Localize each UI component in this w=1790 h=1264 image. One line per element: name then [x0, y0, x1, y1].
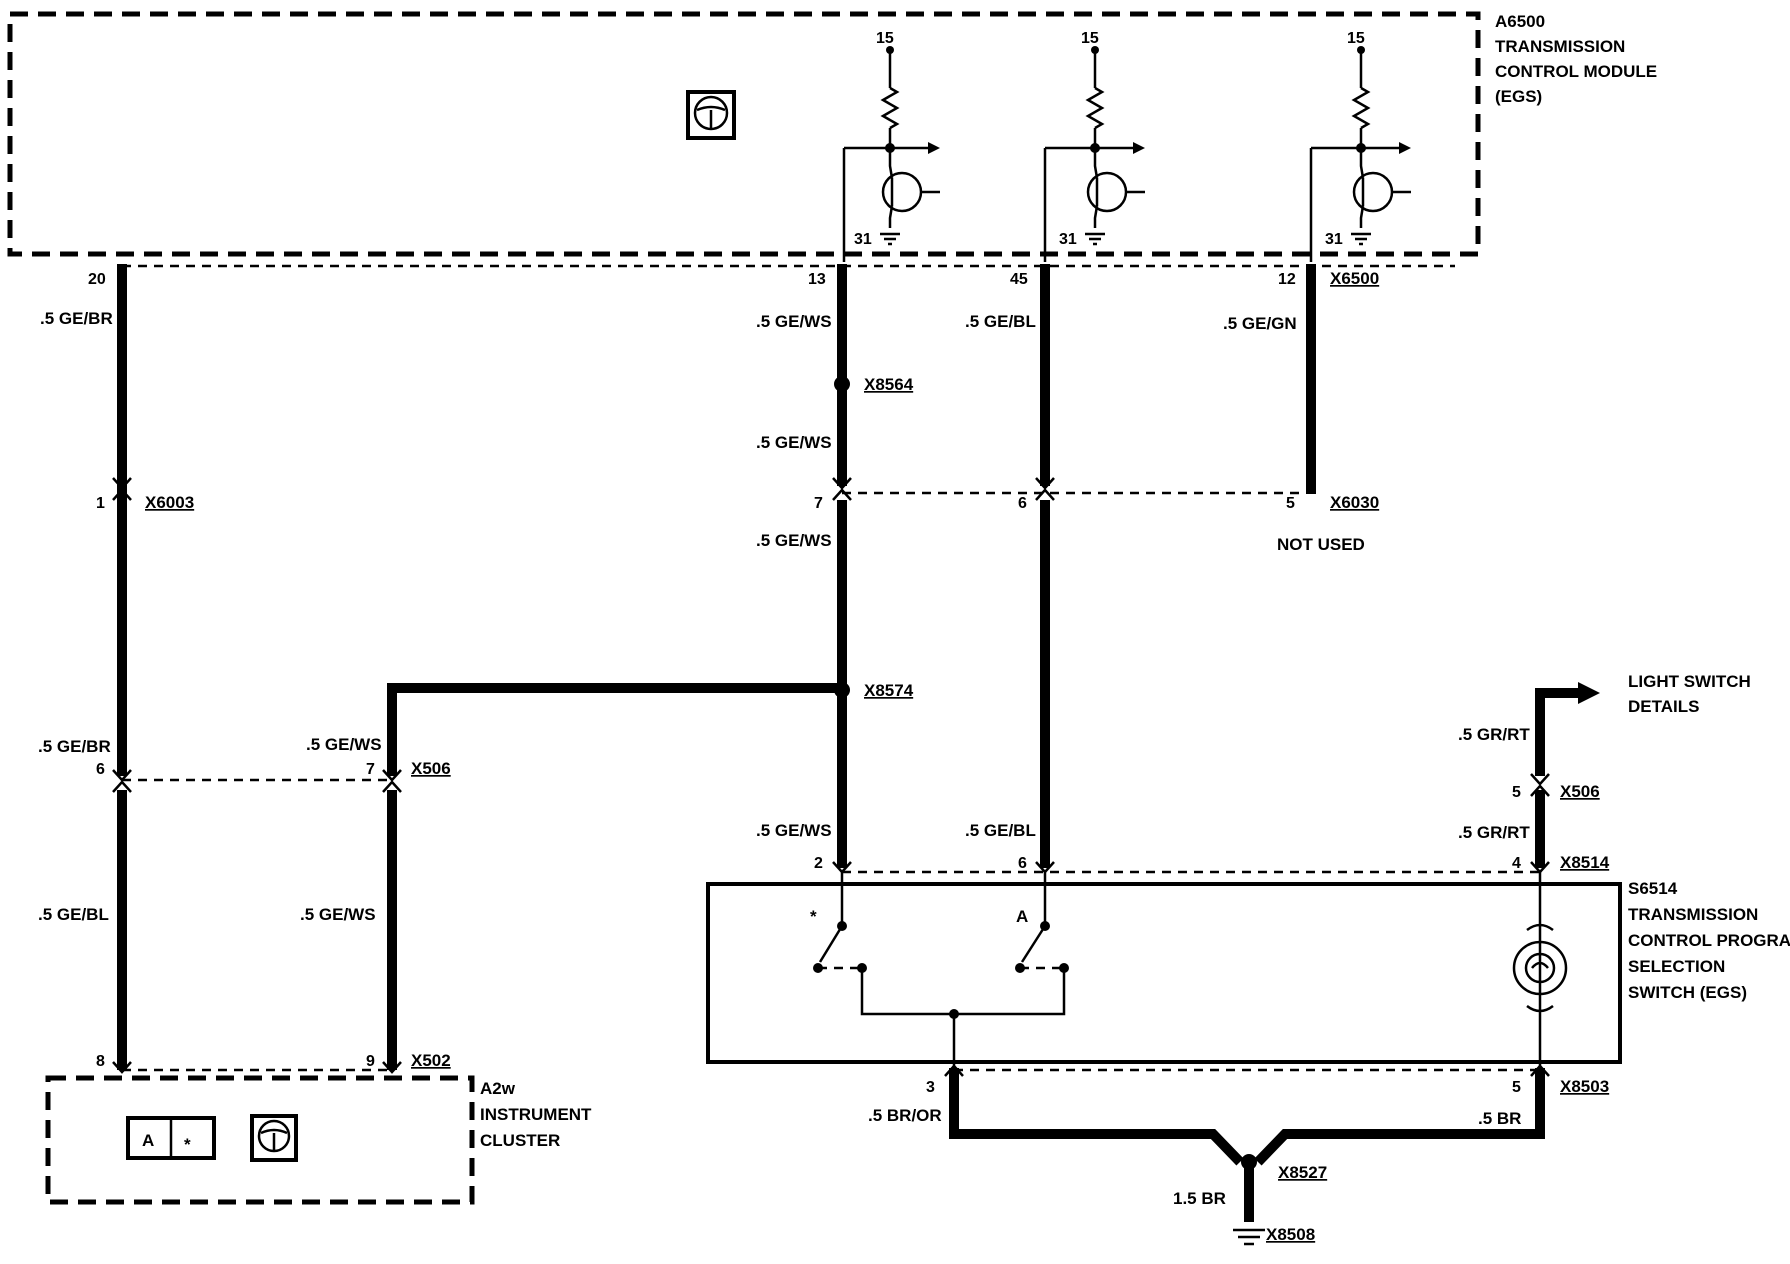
terminal-31-label: 31 [1325, 231, 1343, 248]
terminal-15-label: 15 [1081, 30, 1099, 47]
wire-label-gebl-3: .5 GE/BL [38, 905, 109, 924]
pin-6-x506: 6 [96, 761, 105, 778]
terminal-15-label: 15 [876, 30, 894, 47]
pin-13: 13 [808, 271, 826, 288]
connector-x8514: X8514 [1560, 853, 1610, 872]
connector-x502: X502 [411, 1051, 451, 1070]
selection-switch-box [706, 882, 1622, 1064]
splice-x8574 [834, 682, 850, 698]
wire-label-gews-1: .5 GE/WS [756, 312, 832, 331]
wire-label-gebl-2: .5 GE/BL [965, 821, 1036, 840]
connector-x8503: X8503 [1560, 1077, 1609, 1096]
terminal-31-label: 31 [854, 231, 872, 248]
tcm-label-line-4: (EGS) [1495, 87, 1542, 106]
wire-label-gews-2: .5 GE/WS [756, 433, 832, 452]
pin-6: 6 [1018, 495, 1027, 512]
wire-label-br: .5 BR [1478, 1109, 1521, 1128]
connector-x6030: X6030 [1330, 493, 1379, 512]
instrument-cluster-boundary [45, 1075, 475, 1205]
pin-4: 4 [1512, 855, 1521, 872]
wire-label-gews-4: .5 GE/WS [306, 735, 382, 754]
wire-label-gebr-mid: .5 GE/BR [38, 737, 111, 756]
tcm-driver-3: 15 31 [1311, 30, 1411, 248]
wire-label-gegn: .5 GE/GN [1223, 314, 1297, 333]
pin-20: 20 [88, 271, 106, 288]
not-used-note: NOT USED [1277, 535, 1365, 554]
pin-7: 7 [814, 495, 823, 512]
cluster-label-line-3: CLUSTER [480, 1131, 560, 1150]
switch-label-line-2: TRANSMISSION [1628, 905, 1758, 924]
terminal-15-label: 15 [1347, 30, 1365, 47]
cluster-indicators: A * [126, 1114, 298, 1162]
connector-x506-right: X506 [1560, 782, 1600, 801]
connector-chevrons [112, 477, 1550, 1077]
switch-label-line-5: SWITCH (EGS) [1628, 983, 1747, 1002]
wire-label-gews-5: .5 GE/WS [756, 821, 832, 840]
connector-x6500: X6500 [1330, 269, 1379, 288]
light-switch-label-line-1: LIGHT SWITCH [1628, 672, 1751, 691]
tcm-module-boundary [7, 11, 1481, 257]
wire-label-bror: .5 BR/OR [868, 1106, 942, 1125]
cluster-a-indicator: A [142, 1131, 154, 1150]
tcm-driver-1: 15 31 [844, 30, 940, 248]
pin-1: 1 [96, 495, 105, 512]
wire-label-gews-6: .5 GE/WS [300, 905, 376, 924]
pin-45: 45 [1010, 271, 1028, 288]
wire-label-grrt-2: .5 GR/RT [1458, 823, 1530, 842]
switch-label-line-4: SELECTION [1628, 957, 1725, 976]
pin-5-x506: 5 [1512, 784, 1521, 801]
pin-9: 9 [366, 1053, 375, 1070]
wire-label-grrt-1: .5 GR/RT [1458, 725, 1530, 744]
wire-label-15br: 1.5 BR [1173, 1189, 1226, 1208]
cluster-label-line-2: INSTRUMENT [480, 1105, 592, 1124]
selection-switch-label: S6514 TRANSMISSION CONTROL PROGRAM SELEC… [1628, 879, 1790, 1002]
wire-label-gebl-1: .5 GE/BL [965, 312, 1036, 331]
connector-x8564: X8564 [864, 375, 914, 394]
pin-5-x8503: 5 [1512, 1079, 1521, 1096]
switch-a-mark: A [1016, 907, 1028, 926]
light-switch-label-line-2: DETAILS [1628, 697, 1699, 716]
pin-3: 3 [926, 1079, 935, 1096]
tcm-label: A6500 TRANSMISSION CONTROL MODULE (EGS) [1495, 12, 1657, 106]
wire-label-gews-3: .5 GE/WS [756, 531, 832, 550]
connector-x506-left: X506 [411, 759, 451, 778]
cluster-label-line-1: A2w [480, 1079, 516, 1098]
connector-x8527: X8527 [1278, 1163, 1327, 1182]
switch-contacts: * A [810, 872, 1568, 1066]
tcm-label-line-1: A6500 [1495, 12, 1545, 31]
instrument-cluster-label: A2w INSTRUMENT CLUSTER [480, 1079, 592, 1150]
pin-2: 2 [814, 855, 823, 872]
pin-8: 8 [96, 1053, 105, 1070]
terminal-31-label: 31 [1059, 231, 1077, 248]
pin-7-x506: 7 [366, 761, 375, 778]
cluster-steering-wheel-icon [250, 1114, 298, 1162]
cluster-star-indicator: * [184, 1135, 191, 1154]
connector-x8574: X8574 [864, 681, 914, 700]
tcm-label-line-3: CONTROL MODULE [1495, 62, 1657, 81]
pin-5: 5 [1286, 495, 1295, 512]
switch-label-line-3: CONTROL PROGRAM [1628, 931, 1790, 950]
tcm-steering-wheel-icon [686, 90, 736, 140]
wire-label-gebr-top: .5 GE/BR [40, 309, 113, 328]
connector-x6003: X6003 [145, 493, 194, 512]
tcm-label-line-2: TRANSMISSION [1495, 37, 1625, 56]
connector-x8508: X8508 [1266, 1225, 1315, 1244]
tcm-driver-2: 15 31 [1045, 30, 1145, 248]
switch-star-mark: * [810, 907, 817, 926]
switch-label-line-1: S6514 [1628, 879, 1678, 898]
pin-12: 12 [1278, 271, 1296, 288]
pin-6-x8514: 6 [1018, 855, 1027, 872]
splice-x8564 [834, 376, 850, 392]
